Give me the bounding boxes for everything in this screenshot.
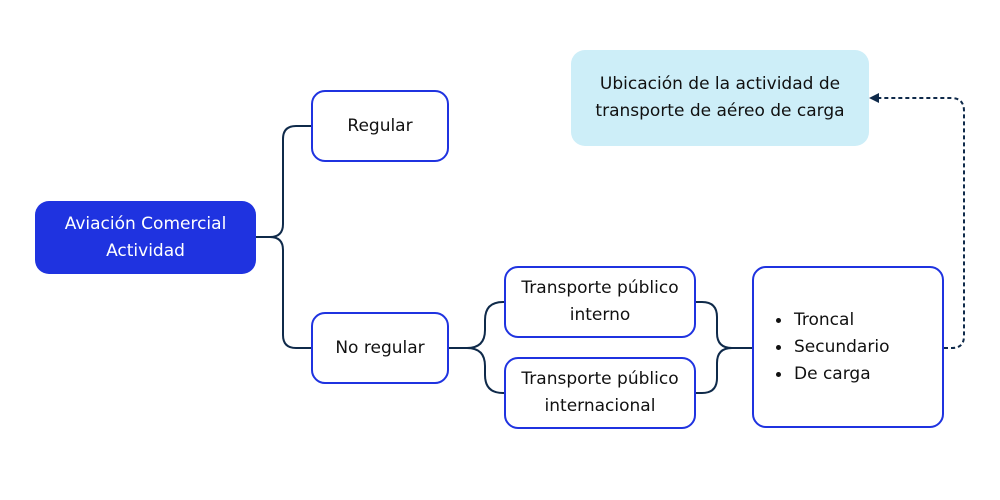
category-item: Secundario bbox=[775, 334, 889, 361]
connector-root-regular bbox=[256, 125, 311, 238]
category-item: Troncal bbox=[775, 307, 889, 334]
root-node: Aviación Comercial Actividad bbox=[35, 201, 256, 274]
connector-internacional-categories bbox=[696, 347, 752, 394]
transporte-interno-line1: Transporte público bbox=[521, 278, 679, 298]
transporte-interno-node: Transporte público interno bbox=[504, 266, 696, 338]
transporte-internacional-node: Transporte público internacional bbox=[504, 357, 696, 429]
transporte-interno-line2: interno bbox=[569, 305, 631, 325]
categories-node: Troncal Secundario De carga bbox=[752, 266, 944, 428]
location-note-line1: Ubicación de la actividad de bbox=[599, 74, 841, 94]
regular-node: Regular bbox=[311, 90, 449, 162]
transporte-internacional-line1: Transporte público bbox=[521, 369, 679, 389]
root-label-line2: Actividad bbox=[106, 240, 185, 261]
category-item: De carga bbox=[775, 361, 889, 388]
connector-no-regular-interno bbox=[449, 301, 504, 349]
categories-list: Troncal Secundario De carga bbox=[754, 307, 889, 388]
regular-label: Regular bbox=[347, 115, 413, 136]
no-regular-node: No regular bbox=[311, 312, 449, 384]
location-note-node: Ubicación de la actividad de transporte … bbox=[571, 50, 869, 146]
transporte-internacional-line2: internacional bbox=[544, 396, 656, 416]
location-note-line2: transporte de aéreo de carga bbox=[595, 101, 845, 121]
connector-root-no-regular bbox=[256, 236, 311, 349]
connector-dashed-arrow bbox=[878, 97, 965, 349]
root-label-line1: Aviación Comercial bbox=[64, 213, 227, 234]
no-regular-label: No regular bbox=[335, 337, 425, 358]
connector-no-regular-internacional bbox=[449, 347, 504, 394]
arrowhead-icon bbox=[869, 93, 879, 103]
connector-interno-categories bbox=[696, 301, 752, 349]
